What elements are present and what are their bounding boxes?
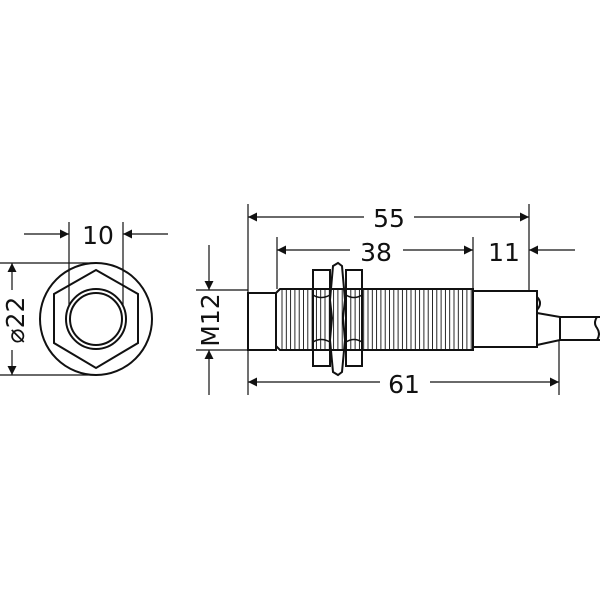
cable	[536, 312, 600, 346]
front-view: 10 ⌀22	[0, 221, 168, 376]
thread-lines	[281, 290, 472, 349]
sensor-face-inner	[69, 292, 123, 346]
dimension-11-label: 11	[488, 238, 520, 267]
nut-chamfer	[312, 294, 331, 343]
lock-nut-front	[312, 269, 331, 367]
sensor-face-outer	[65, 288, 127, 350]
nut-chamfer	[345, 294, 363, 343]
toothed-washer	[328, 261, 347, 377]
thread-m12-label: M12	[196, 293, 225, 346]
cable-break	[594, 316, 600, 341]
dimension-61-label: 61	[388, 370, 420, 399]
side-view: M12 55 38 11 61	[196, 204, 600, 399]
outer-nut-circle	[39, 262, 153, 376]
rear-housing	[472, 290, 538, 348]
lock-nut-rear	[345, 269, 363, 367]
dimension-55-label: 55	[373, 204, 405, 233]
hex-nut	[53, 268, 139, 370]
dimension-38-label: 38	[360, 238, 392, 267]
sensor-front-cap	[247, 292, 277, 351]
dimension-10-label: 10	[82, 221, 114, 250]
threaded-body	[275, 288, 474, 351]
led-bump	[536, 296, 541, 311]
diameter-22-label: ⌀22	[1, 297, 30, 344]
